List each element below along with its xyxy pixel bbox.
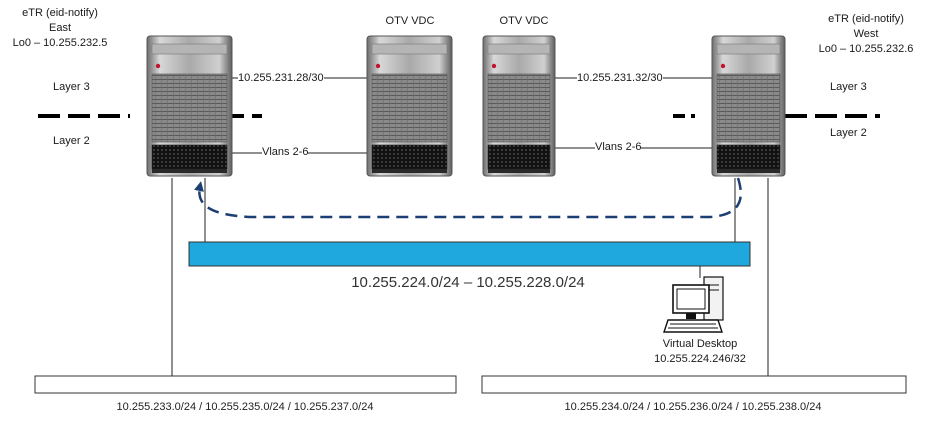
east-vlans-label: Vlans 2-6 (262, 146, 309, 158)
left-layer3-label: Layer 3 (53, 81, 90, 93)
right-layer3-label: Layer 3 (830, 81, 867, 93)
west-l3-link-label: 10.255.231.32/30 (577, 72, 663, 84)
west-site-label: West (853, 28, 879, 40)
desktop-address-label: 10.255.224.246/32 (654, 353, 746, 365)
west-role-label: eTR (eid-notify) (828, 13, 904, 25)
bottom-right-subnets-label: 10.255.234.0/24 / 10.255.236.0/24 / 10.2… (564, 401, 822, 413)
otv-left-switch (366, 35, 453, 177)
otv-right-label: OTV VDC (499, 15, 549, 27)
west-loopback-label: Lo0 – 10.255.232.6 (818, 43, 914, 55)
otv-left-label: OTV VDC (385, 15, 435, 27)
east-role-label: eTR (eid-notify) (22, 7, 98, 19)
shared-segment-bar (188, 241, 751, 267)
bottom-right-subnet-bar (481, 375, 907, 394)
west-switch (711, 35, 786, 177)
east-loopback-label: Lo0 – 10.255.232.5 (12, 37, 108, 49)
west-vlans-label: Vlans 2-6 (595, 141, 642, 153)
east-site-label: East (48, 22, 72, 34)
eid-notify-flow-arrow (194, 177, 742, 219)
computer-icon (663, 276, 724, 333)
otv-right-switch (482, 35, 556, 177)
bottom-left-subnet-bar (34, 375, 457, 394)
east-l3-link-label: 10.255.231.28/30 (238, 72, 324, 84)
bottom-left-subnets-label: 10.255.233.0/24 / 10.255.235.0/24 / 10.2… (116, 401, 374, 413)
east-switch (146, 35, 233, 177)
right-layer2-label: Layer 2 (830, 127, 867, 139)
desktop-name-label: Virtual Desktop (662, 338, 738, 350)
left-layer2-label: Layer 2 (53, 135, 90, 147)
shared-segment-label: 10.255.224.0/24 – 10.255.228.0/24 (351, 274, 585, 291)
